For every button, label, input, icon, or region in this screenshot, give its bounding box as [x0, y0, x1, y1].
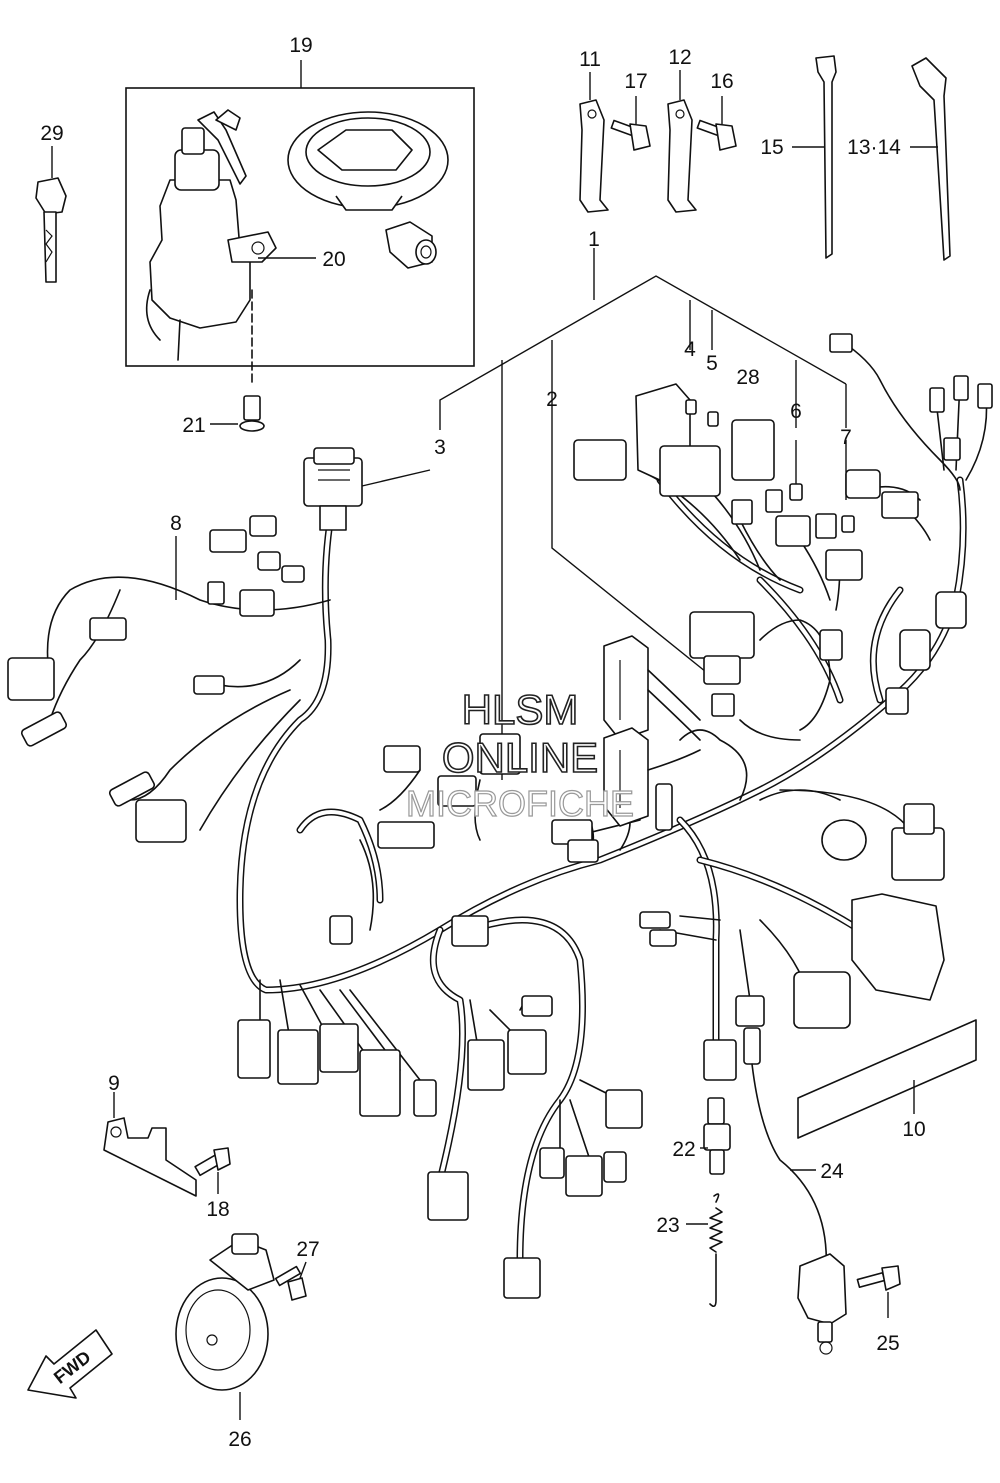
label-26: 26: [228, 1428, 251, 1451]
label-19: 19: [289, 34, 312, 57]
label-22: 22: [672, 1138, 695, 1161]
fwd-arrow-icon: FWD: [27, 1329, 113, 1399]
watermark-line-2: ONLINE: [442, 734, 598, 781]
label-24: 24: [820, 1160, 844, 1183]
label-21: 21: [182, 414, 205, 437]
cable-tie-13-14: [911, 57, 951, 261]
ignition-switch: [145, 109, 277, 361]
fuel-cap: [287, 111, 449, 211]
switch-22: [703, 1097, 731, 1175]
clamp-11: [579, 99, 609, 213]
screw-21: [239, 289, 265, 432]
label-4: 4: [684, 338, 696, 361]
label-7: 7: [840, 426, 852, 449]
fuse-box-area: [573, 333, 993, 717]
harness-left-connectors: [7, 515, 305, 843]
label-5: 5: [706, 352, 718, 375]
main-wiring-harness: [46, 339, 988, 1264]
label-9: 9: [108, 1072, 120, 1095]
label-10: 10: [902, 1118, 925, 1141]
label-1: 1: [588, 228, 600, 251]
cable-tie-15: [815, 55, 837, 259]
harness-right-connectors: [639, 803, 945, 1081]
label-16: 16: [710, 70, 733, 93]
bolt-18: [194, 1147, 231, 1177]
ecu-connectors: [603, 635, 701, 827]
clamp-12: [667, 99, 697, 213]
label-20: 20: [322, 248, 345, 271]
label-29: 29: [40, 122, 63, 145]
bolt-27: [274, 1265, 307, 1301]
bracket-9: [103, 1117, 197, 1197]
connector-3: [303, 447, 363, 531]
label-23: 23: [656, 1214, 679, 1237]
label-15: 15: [760, 136, 783, 159]
label-6: 6: [790, 400, 802, 423]
label-3: 3: [434, 436, 446, 459]
label-17: 17: [624, 70, 647, 93]
label-2: 2: [546, 388, 558, 411]
label-11: 11: [579, 48, 601, 71]
label-18: 18: [206, 1198, 229, 1221]
label-28: 28: [736, 366, 759, 389]
label-13-14: 13·14: [847, 136, 901, 159]
label-sheet-10: [797, 1019, 977, 1139]
watermark-line-1: HLSM: [462, 686, 579, 733]
watermark-line-3: MICROFICHE: [406, 783, 634, 824]
label-27: 27: [296, 1238, 319, 1261]
label-25: 25: [876, 1332, 899, 1355]
label-8: 8: [170, 512, 182, 535]
ignition-set-box: [125, 87, 475, 367]
spring-23: [709, 1193, 723, 1308]
horn-26: [175, 1233, 275, 1391]
key-29: [35, 177, 67, 283]
side-stand-switch-24: [751, 1063, 847, 1355]
bolt-17: [610, 119, 651, 151]
label-12: 12: [668, 46, 691, 69]
harness-lower-connectors: [237, 995, 643, 1299]
seat-lock-cylinder: [385, 221, 437, 269]
bolt-25: [856, 1265, 901, 1291]
harness-center-connectors: [329, 733, 673, 947]
bolt-16: [696, 119, 737, 151]
